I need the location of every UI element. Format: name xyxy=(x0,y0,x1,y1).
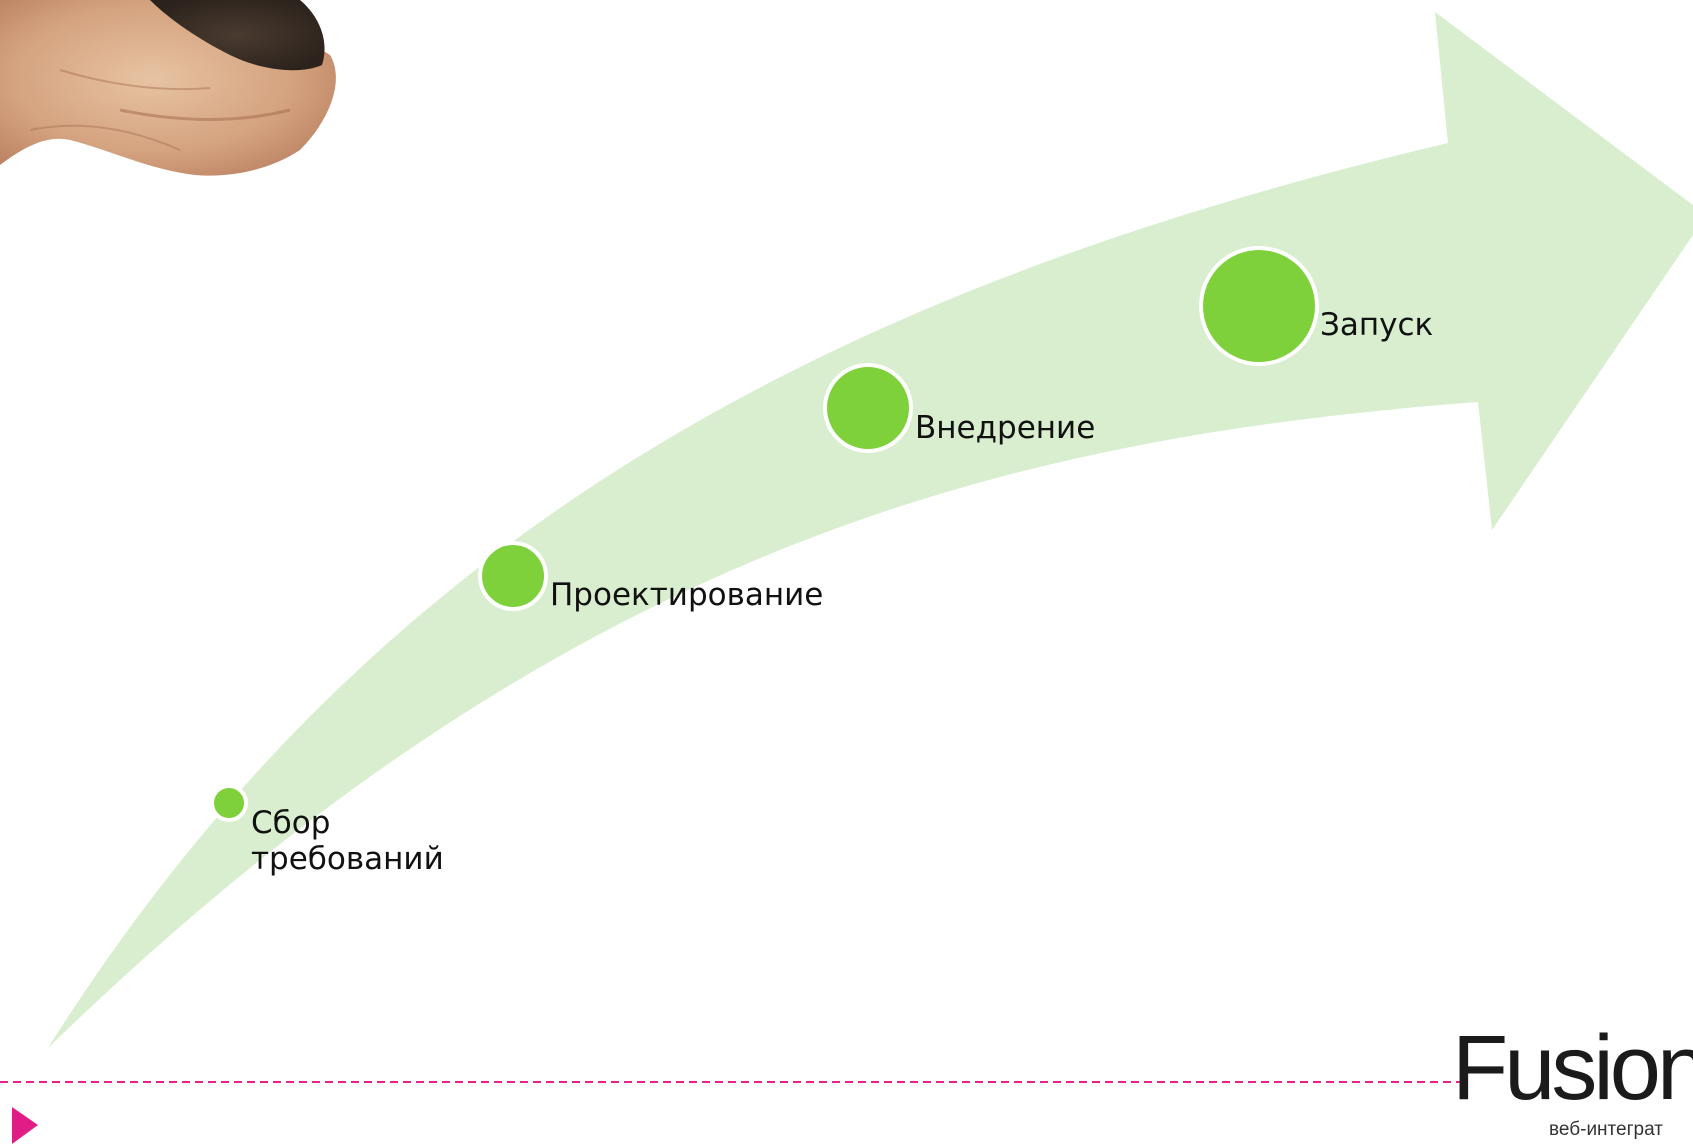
step-label-implementation: Внедрение xyxy=(915,410,1096,446)
step-label-design: Проектирование xyxy=(550,577,824,613)
hands-holding-soil-photo xyxy=(0,0,336,176)
step-label-requirements: Сбор требований xyxy=(251,805,444,877)
step-label-launch: Запуск xyxy=(1320,307,1434,343)
step-circle-implementation xyxy=(823,363,913,453)
step-circle-launch xyxy=(1199,246,1319,366)
step-circle-requirements xyxy=(210,784,248,822)
step-circle-design xyxy=(478,541,548,611)
triangle-right-icon xyxy=(12,1107,38,1144)
fusion-logo: Fusion xyxy=(1452,1017,1693,1119)
fusion-logo-tagline: веб-интеграт xyxy=(1549,1119,1663,1140)
growth-arrow xyxy=(48,12,1693,1048)
